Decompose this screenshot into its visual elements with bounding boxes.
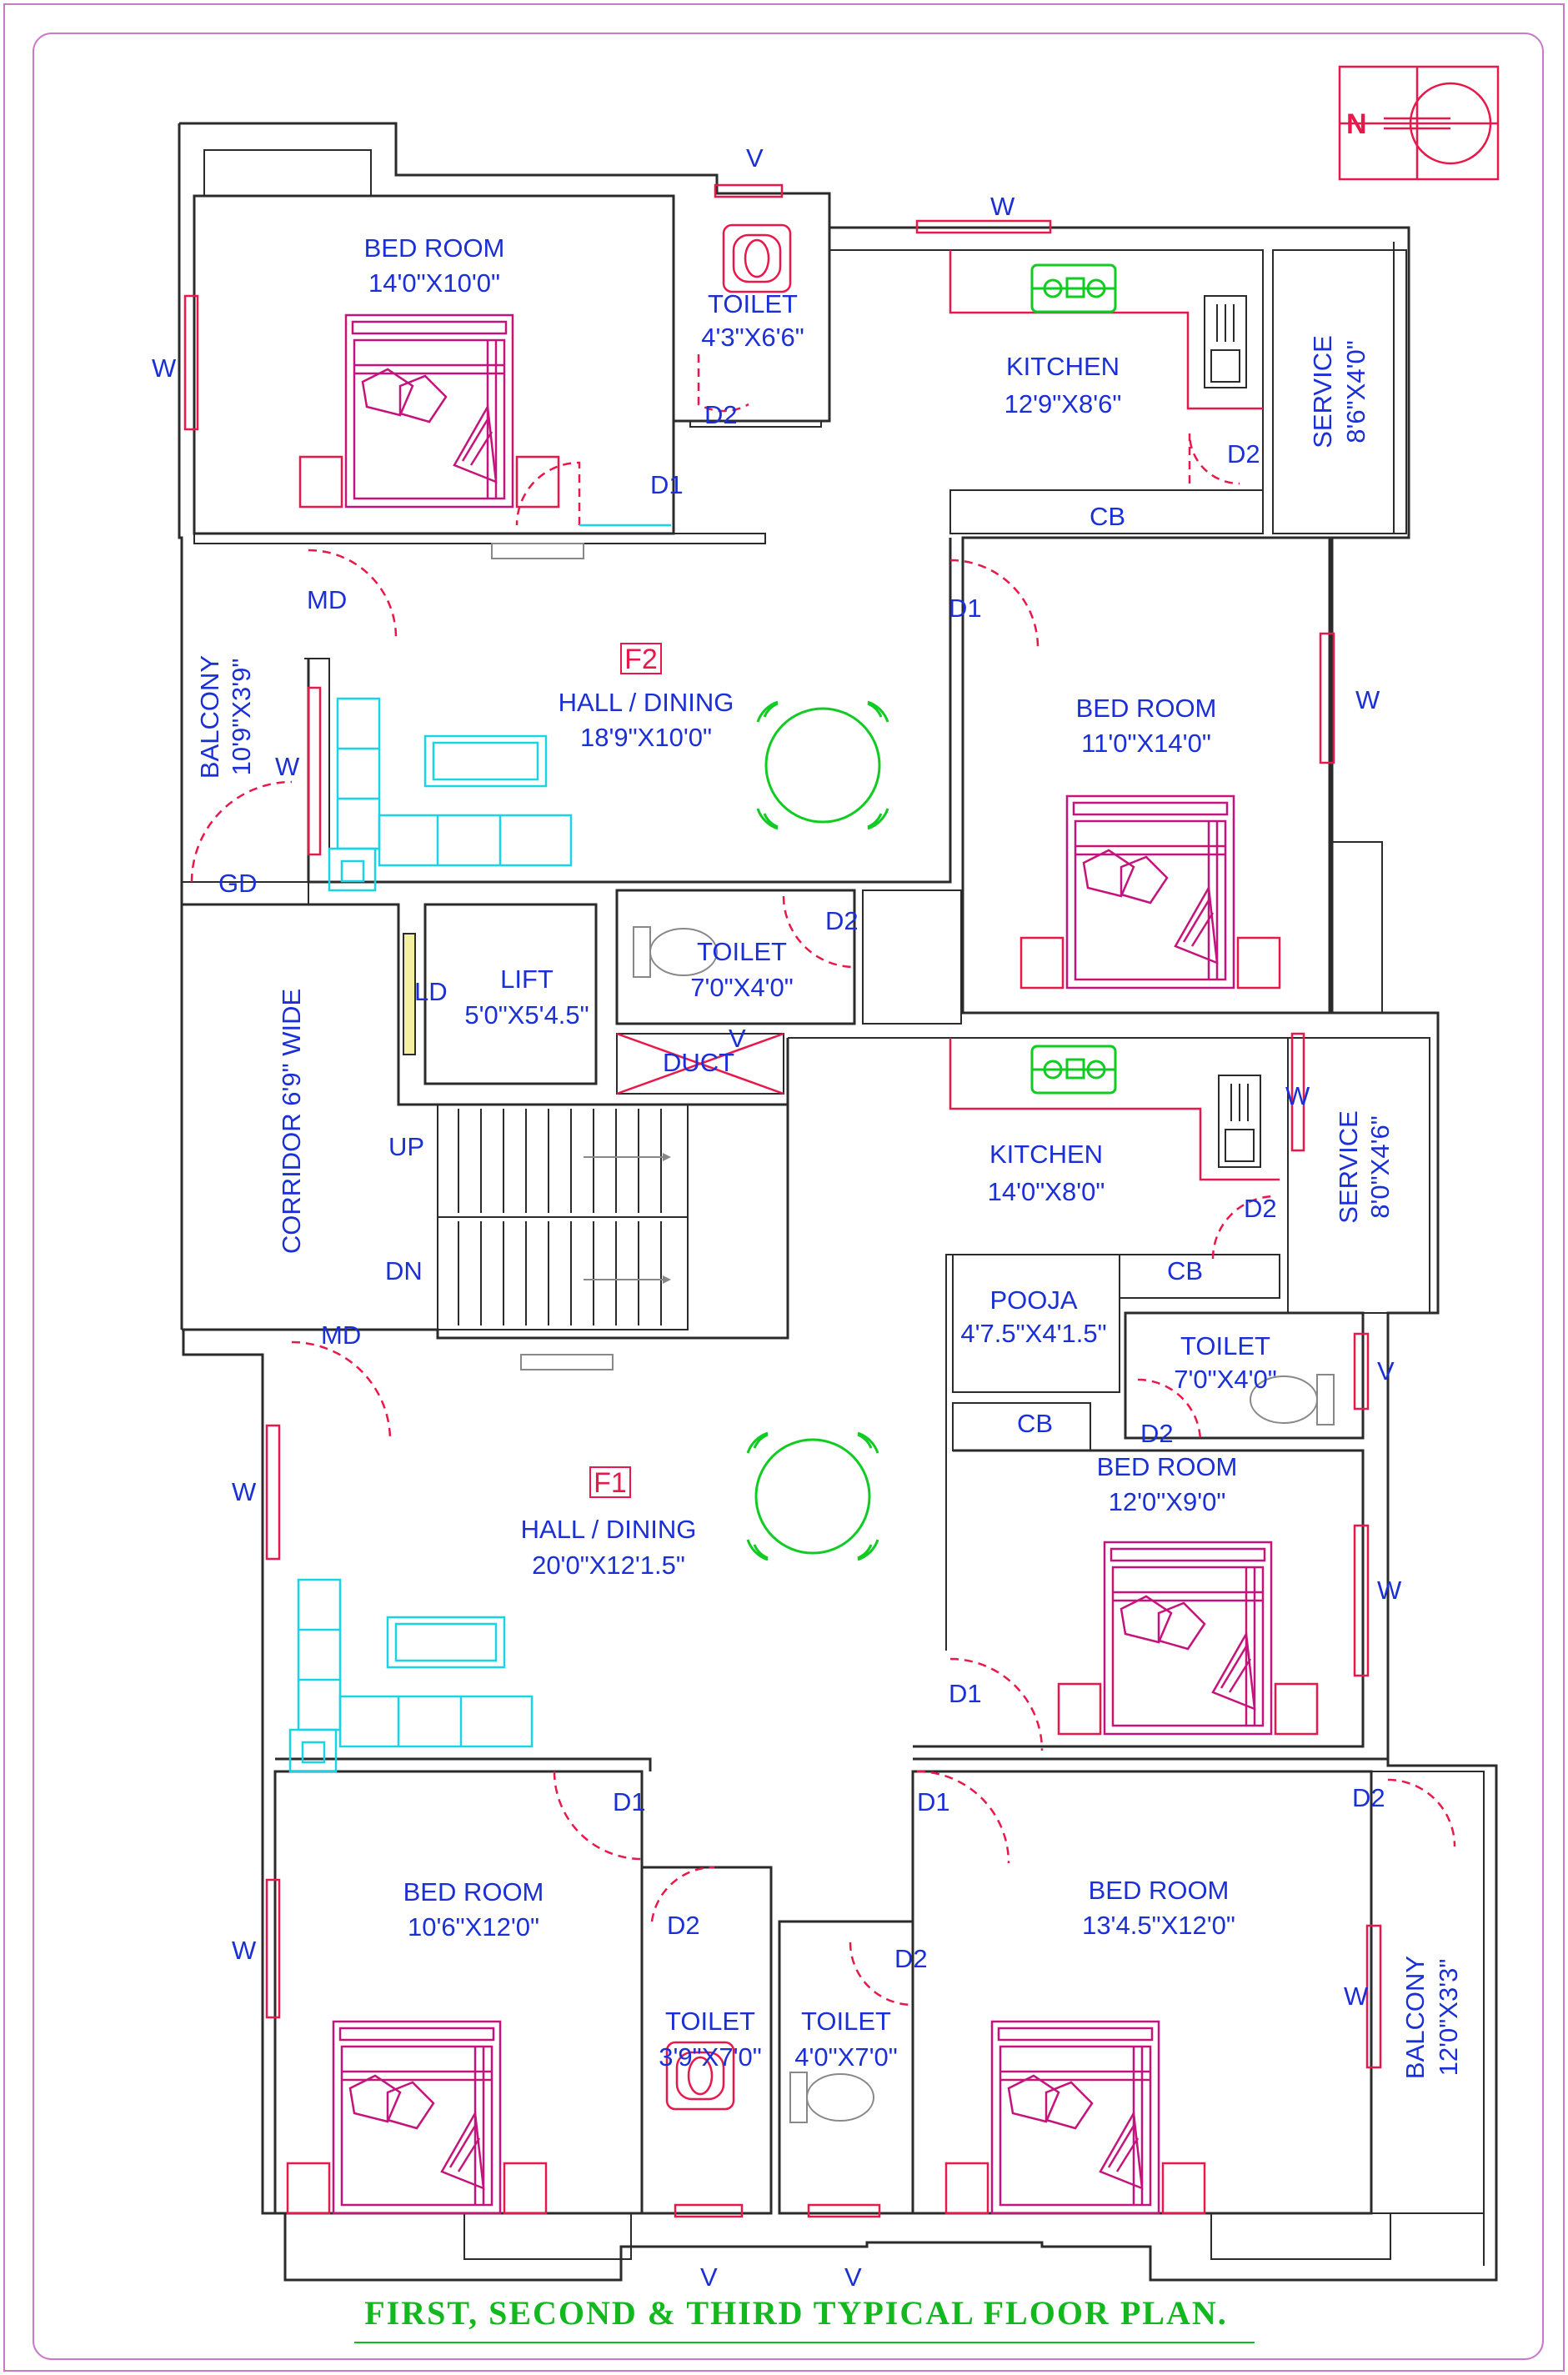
window-tag: W <box>232 1477 257 1506</box>
sheet-inner-border <box>33 33 1544 2360</box>
furniture <box>286 223 1335 2215</box>
ventilator-tag: V <box>1377 1356 1395 1385</box>
f1-service-name: SERVICE <box>1334 1110 1363 1224</box>
door-tag-md: MD <box>321 1320 361 1350</box>
f2-balcony-name: BALCONY <box>195 655 224 779</box>
window-tag: W <box>152 353 177 383</box>
f2-service-size: 8'6"X4'0" <box>1341 340 1370 443</box>
ventilator-tag: V <box>746 143 764 173</box>
door-tag-d2: D2 <box>1140 1419 1174 1448</box>
flat-f2 <box>182 193 1407 1025</box>
lift-door-tag-ld: LD <box>414 977 448 1006</box>
window-tag: W <box>1344 1982 1369 2011</box>
f1-toilet1-name: TOILET <box>1180 1331 1270 1360</box>
f1-bed2-name: BED ROOM <box>403 1877 544 1907</box>
f2-kitchen-size: 12'9"X8'6" <box>1004 389 1122 418</box>
corridor-name: CORRIDOR 6'9" WIDE <box>277 989 306 1254</box>
flat-tag-f2: F2 <box>624 644 658 675</box>
room-labels: BED ROOM 14'0"X10'0" TOILET 4'3"X6'6" KI… <box>195 233 1463 2079</box>
f1-balcony-size: 12'0"X3'3" <box>1434 1959 1463 2077</box>
window-tag: W <box>1377 1576 1402 1605</box>
flat-tag-f1: F1 <box>594 1467 627 1499</box>
opening-tags: W V W D2 D1 D2 CB MD D1 W W GD D2 LD V W… <box>152 143 1402 2292</box>
counter-tag-cb: CB <box>1090 502 1125 531</box>
f1-hall-size: 20'0"X12'1.5" <box>532 1551 685 1580</box>
f1-kitchen-size: 14'0"X8'0" <box>988 1177 1105 1206</box>
f1-toilet3-size: 4'0"X7'0" <box>794 2042 898 2072</box>
north-arrow-icon: N <box>1338 65 1500 181</box>
f2-toilet2-name: TOILET <box>697 937 787 966</box>
f1-toilet2-size: 3'9"X7'0" <box>659 2042 762 2072</box>
drawing-title: FIRST, SECOND & THIRD TYPICAL FLOOR PLAN… <box>364 2294 1227 2332</box>
f1-toilet2-name: TOILET <box>665 2007 755 2036</box>
f2-balcony-size: 10'9"X3'9" <box>227 659 256 776</box>
f2-bed2-name: BED ROOM <box>1076 694 1217 723</box>
f2-bed1-name: BED ROOM <box>364 233 505 263</box>
north-label: N <box>1346 108 1367 140</box>
door-tag-d1: D1 <box>613 1787 646 1816</box>
window-tag: W <box>1285 1081 1310 1110</box>
f1-balcony-name: BALCONY <box>1400 1956 1430 2079</box>
ventilator-tag: V <box>729 1024 746 1053</box>
stair-up-tag: UP <box>388 1132 424 1161</box>
f1-bed3-name: BED ROOM <box>1089 1876 1230 1905</box>
door-tag-gd: GD <box>218 869 258 898</box>
ventilator-tag: V <box>844 2262 862 2292</box>
f1-service-size: 8'0"X4'6" <box>1365 1115 1395 1219</box>
sheet-outer-border <box>3 3 1565 2372</box>
duct-name: DUCT <box>663 1048 734 1077</box>
flat-f1 <box>273 1037 1485 2215</box>
door-tag-d2: D2 <box>825 906 859 935</box>
f2-bed2-size: 11'0"X14'0" <box>1081 729 1211 758</box>
door-tag-d2: D2 <box>667 1911 700 1940</box>
f2-bed1-size: 14'0"X10'0" <box>368 268 500 298</box>
doors <box>190 354 1456 2007</box>
window-tag: W <box>232 1936 257 1965</box>
door-tag-md: MD <box>307 585 347 614</box>
core-stair-lift <box>182 903 789 1340</box>
f2-service-name: SERVICE <box>1308 335 1337 448</box>
door-tag-d2: D2 <box>1352 1783 1385 1812</box>
door-tag-d2: D2 <box>894 1944 928 1973</box>
door-tag-d1: D1 <box>650 470 684 499</box>
door-tag-d2: D2 <box>1227 439 1260 468</box>
f2-toilet1-size: 4'3"X6'6" <box>701 323 804 352</box>
f1-toilet1-size: 7'0"X4'0" <box>1174 1365 1277 1394</box>
ventilator-tag: V <box>700 2262 718 2292</box>
f2-kitchen-name: KITCHEN <box>1006 352 1120 381</box>
counter-tag-cb: CB <box>1017 1409 1053 1438</box>
door-tag-d1: D1 <box>949 594 982 623</box>
lift-name: LIFT <box>500 965 554 994</box>
window-tag: W <box>275 752 300 781</box>
f1-bed1-name: BED ROOM <box>1097 1452 1238 1481</box>
door-tag-d2: D2 <box>1244 1194 1277 1223</box>
door-tag-d1: D1 <box>949 1679 982 1708</box>
f2-toilet1-name: TOILET <box>708 289 798 318</box>
f1-bed1-size: 12'0"X9'0" <box>1109 1487 1226 1516</box>
f2-toilet2-size: 7'0"X4'0" <box>690 973 794 1002</box>
door-tag-d1: D1 <box>917 1787 950 1816</box>
f1-bed2-size: 10'6"X12'0" <box>408 1912 539 1942</box>
windows <box>183 183 1382 2218</box>
f1-toilet3-name: TOILET <box>801 2007 891 2036</box>
f1-bed3-size: 13'4.5"X12'0" <box>1082 1911 1235 1940</box>
outer-walls <box>178 122 1498 2282</box>
f1-pooja-name: POOJA <box>989 1285 1077 1315</box>
door-tag-d2: D2 <box>704 400 738 429</box>
f2-hall-name: HALL / DINING <box>559 688 734 717</box>
counter-tag-cb: CB <box>1167 1256 1203 1285</box>
f1-kitchen-name: KITCHEN <box>989 1140 1103 1169</box>
window-tag: W <box>990 192 1015 221</box>
f1-pooja-size: 4'7.5"X4'1.5" <box>960 1319 1106 1348</box>
f2-hall-size: 18'9"X10'0" <box>580 723 712 752</box>
window-tag: W <box>1355 685 1380 714</box>
f1-hall-name: HALL / DINING <box>521 1515 697 1544</box>
lift-size: 5'0"X5'4.5" <box>464 1000 589 1030</box>
stair-dn-tag: DN <box>385 1256 423 1285</box>
